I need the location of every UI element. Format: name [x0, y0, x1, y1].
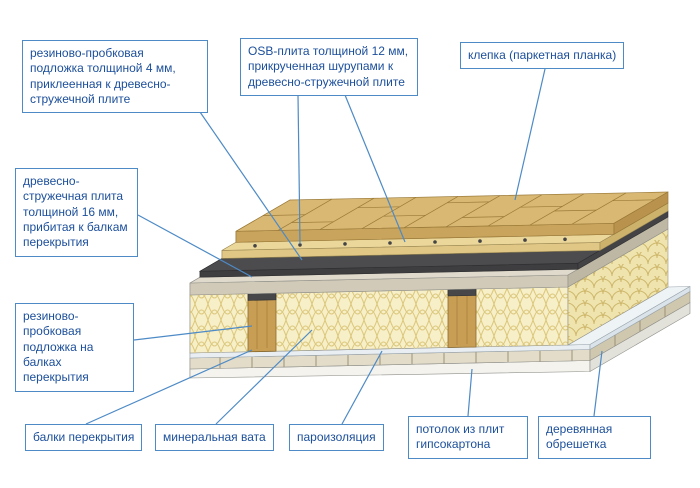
- label-battens: деревянная обрешетка: [538, 416, 651, 459]
- parquet-layer: [235, 191, 669, 243]
- label-beams-text: балки перекрытия: [33, 430, 135, 444]
- leader-line-ceiling: [467, 368, 473, 417]
- label-parquet-text: клепка (паркетная планка): [468, 48, 617, 62]
- label-chipboard-text: древесно-стружечная плита толщиной 16 мм…: [23, 174, 128, 250]
- label-underlay-top-text: резиново-пробковая подложка толщиной 4 м…: [30, 46, 176, 107]
- label-underlay-beams-text: резиново-пробковая подложка на балках пе…: [23, 309, 94, 385]
- leader-line-beams: [85, 349, 253, 425]
- leader-line-osb-1: [297, 94, 301, 245]
- label-vapor: пароизоляция: [289, 424, 384, 452]
- label-ceiling: потолок из плит гипсокартона: [408, 416, 528, 459]
- parquet-plank-lines: [262, 192, 655, 231]
- beam-post: [447, 288, 477, 348]
- leader-line-battens: [593, 350, 603, 417]
- leader-line-osb-2: [344, 94, 406, 243]
- label-beams: балки перекрытия: [25, 424, 143, 452]
- vapor-right-side: [589, 285, 691, 351]
- leader-line-vapor: [341, 350, 383, 425]
- leader-line-wool: [215, 329, 313, 425]
- beam-mineral-wool-layer: [189, 228, 669, 354]
- leader-line-underlay-beams: [133, 325, 253, 341]
- floor-beam-1: [247, 292, 277, 353]
- label-osb-text: OSB-плита толщиной 12 мм, прикрученная ш…: [248, 44, 409, 89]
- label-wool-text: минеральная вата: [163, 430, 266, 444]
- label-wool: минеральная вата: [155, 424, 274, 452]
- beam-post: [247, 292, 277, 353]
- label-parquet: клепка (паркетная планка): [460, 42, 625, 70]
- wool-front-pattern: [190, 287, 568, 353]
- leader-line-chipboard: [137, 214, 253, 278]
- osb-layer: [221, 202, 669, 259]
- label-battens-text: деревянная обрешетка: [546, 422, 613, 452]
- batten-gap-lines: [219, 306, 666, 369]
- label-ceiling-text: потолок из плит гипсокартона: [416, 422, 505, 452]
- leader-lines: [85, 68, 603, 425]
- label-vapor-text: пароизоляция: [297, 430, 376, 444]
- leader-line-parquet: [514, 68, 546, 201]
- floor-beam-2: [447, 288, 477, 348]
- label-chipboard: древесно-стружечная плита толщиной 16 мм…: [15, 168, 138, 257]
- wool-right-pattern: [568, 229, 668, 345]
- leader-line-underlay-top: [199, 111, 303, 261]
- cork-underlay-strip-on-beam: [447, 288, 477, 297]
- cork-underlay-strip-on-beam: [247, 292, 277, 301]
- label-osb: OSB-плита толщиной 12 мм, прикрученная ш…: [240, 38, 418, 97]
- label-underlay-beams: резиново-пробковая подложка на балках пе…: [15, 303, 134, 392]
- osb-screws: [253, 237, 567, 248]
- parquet-right-side: [613, 191, 669, 235]
- label-underlay-top: резиново-пробковая подложка толщиной 4 м…: [22, 40, 208, 114]
